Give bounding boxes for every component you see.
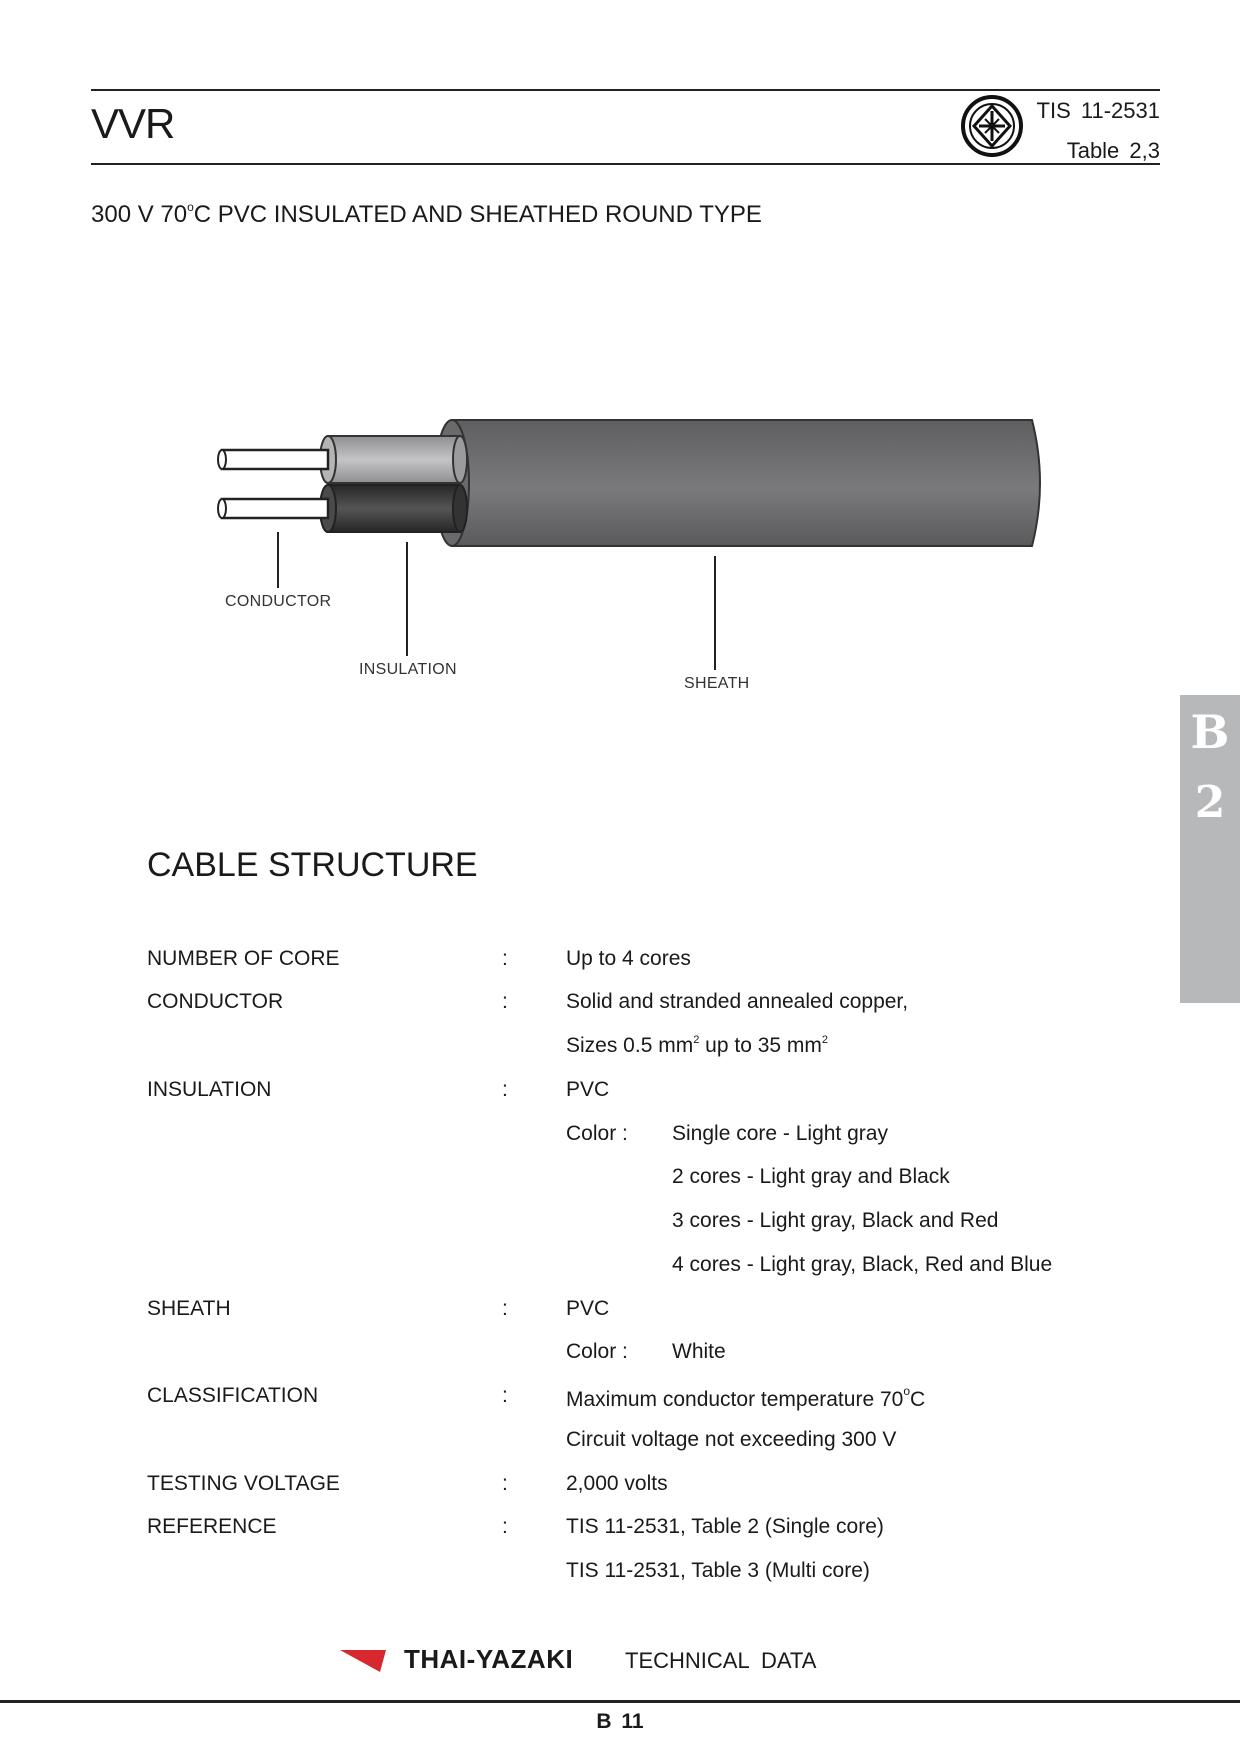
conductor-upper	[220, 448, 330, 471]
insulation-label: INSULATION	[359, 661, 457, 678]
insulation-color-item: 2 cores - Light gray and Black	[672, 1165, 950, 1188]
light-gray-core	[327, 435, 461, 484]
standard-code: TIS 11-2531	[1036, 98, 1160, 123]
sheath-spec-label: SHEATH	[147, 1297, 231, 1320]
classification-voltage: Circuit voltage not exceeding 300 V	[566, 1428, 897, 1451]
reference-line2: TIS 11-2531, Table 3 (Multi core)	[566, 1559, 870, 1582]
cable-diagram	[217, 419, 1041, 670]
colon: :	[502, 1297, 508, 1320]
page-number: B 11	[596, 1710, 644, 1733]
colon: :	[502, 1078, 508, 1101]
insulation-material: PVC	[566, 1078, 610, 1101]
sheath-color-value: White	[672, 1340, 726, 1363]
insulation-color-item: 3 cores - Light gray, Black and Red	[672, 1209, 999, 1232]
classification-temperature: Maximum conductor temperature 70oC	[566, 1384, 926, 1411]
insulation-color-item: 4 cores - Light gray, Black, Red and Blu…	[672, 1253, 1053, 1276]
sheath-color-label: Color :	[566, 1340, 628, 1363]
colon: :	[502, 990, 508, 1013]
colon: :	[502, 1472, 508, 1495]
testing-voltage-label: TESTING VOLTAGE	[147, 1472, 340, 1495]
tis-certification-mark-icon	[961, 95, 1023, 157]
black-core	[327, 484, 461, 533]
reference-line1: TIS 11-2531, Table 2 (Single core)	[566, 1515, 884, 1538]
header-top-rule	[91, 89, 1160, 91]
footer-rule	[0, 1700, 1240, 1703]
conductor-spec-label: CONDUCTOR	[147, 990, 284, 1013]
conductor-spec-line2: Sizes 0.5 mm2 up to 35 mm2	[566, 1034, 829, 1057]
number-of-core-label: NUMBER OF CORE	[147, 947, 340, 970]
side-tab-number: 2	[1194, 777, 1226, 828]
insulation-color-label: Color :	[566, 1122, 628, 1145]
sheath-body	[441, 419, 1041, 547]
side-tab-letter: B	[1190, 705, 1230, 759]
section-side-tab: B 2	[1180, 695, 1240, 1003]
standard-table: Table 2,3	[1066, 138, 1160, 163]
page-title: VVR	[91, 100, 175, 147]
conductor-lower	[220, 497, 330, 520]
brand-name: THAI-YAZAKI	[404, 1644, 574, 1674]
sheath-label: SHEATH	[684, 675, 750, 692]
brand-subtitle: TECHNICAL DATA	[625, 1648, 817, 1673]
insulation-spec-label: INSULATION	[147, 1078, 272, 1101]
testing-voltage-value: 2,000 volts	[566, 1472, 668, 1495]
insulation-color-item: Single core - Light gray	[672, 1122, 888, 1145]
section-title: CABLE STRUCTURE	[147, 846, 478, 884]
colon: :	[502, 947, 508, 970]
reference-label: REFERENCE	[147, 1515, 277, 1538]
number-of-core-value: Up to 4 cores	[566, 947, 691, 970]
conductor-label: CONDUCTOR	[225, 593, 332, 610]
header-bottom-rule	[91, 163, 1160, 165]
thai-yazaki-logo-mark-icon	[340, 1650, 386, 1672]
colon: :	[502, 1515, 508, 1538]
colon: :	[502, 1384, 508, 1407]
cable-type-subtitle: 300 V 70oC PVC INSULATED AND SHEATHED RO…	[91, 200, 762, 228]
conductor-spec-line1: Solid and stranded annealed copper,	[566, 990, 909, 1013]
classification-label: CLASSIFICATION	[147, 1384, 319, 1407]
sheath-material: PVC	[566, 1297, 610, 1320]
